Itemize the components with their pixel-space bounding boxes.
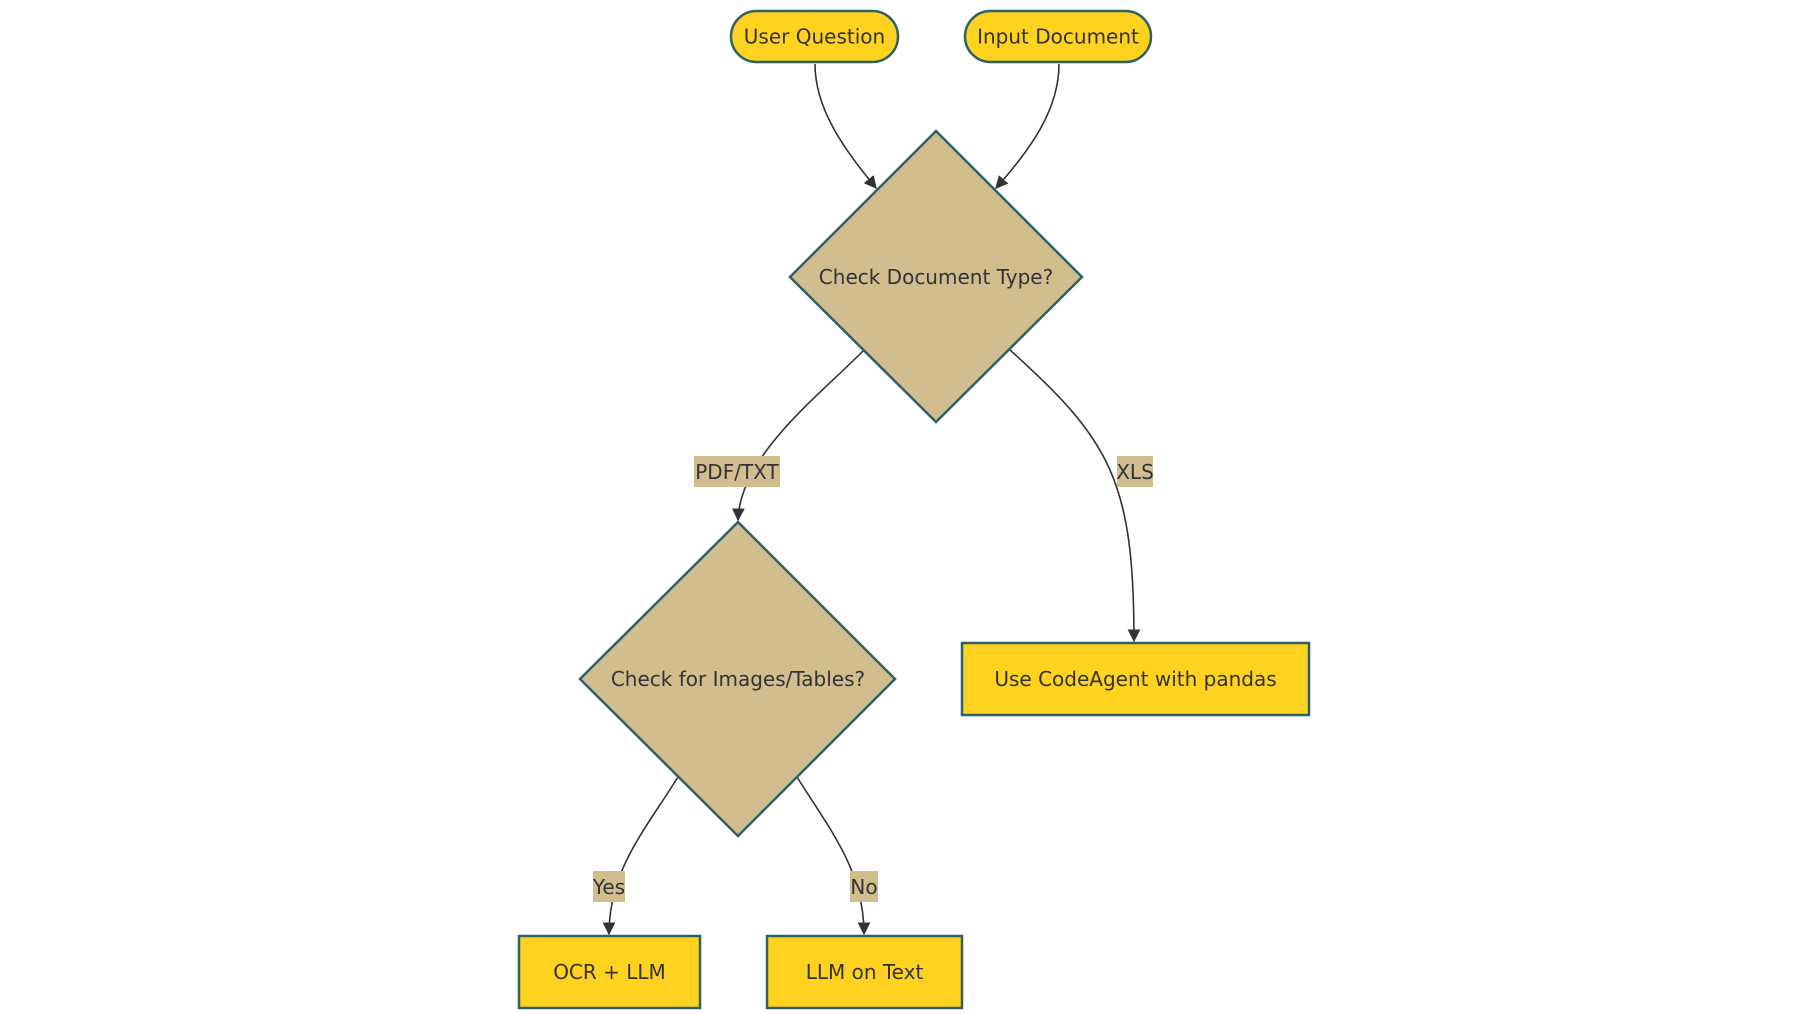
edge-check-images-to-llm-on-text [796, 776, 871, 936]
nodes: User Question Input Document Check Docum… [517, 9, 1311, 1010]
edge-check-images-to-ocr-llm [602, 776, 679, 936]
edges [602, 63, 1141, 936]
node-llm-on-text-label: LLM on Text [806, 960, 924, 984]
node-use-codeagent-label: Use CodeAgent with pandas [994, 667, 1276, 691]
node-check-document-type-label: Check Document Type? [819, 265, 1053, 289]
node-ocr-llm[interactable]: OCR + LLM [517, 934, 702, 1010]
node-input-document[interactable]: Input Document [963, 9, 1153, 64]
node-check-document-type[interactable]: Check Document Type? [788, 129, 1084, 424]
edge-label-xls-text: XLS [1116, 460, 1154, 484]
edge-label-no-text: No [850, 875, 877, 899]
edge-input-document-to-check-doc-type [995, 63, 1060, 189]
edge-label-yes: Yes [592, 871, 625, 902]
edge-label-yes-text: Yes [592, 875, 625, 899]
node-user-question-label: User Question [744, 25, 885, 49]
node-input-document-label: Input Document [977, 25, 1139, 49]
node-check-images-tables[interactable]: Check for Images/Tables? [578, 520, 897, 838]
node-check-images-tables-label: Check for Images/Tables? [611, 667, 865, 691]
edge-check-doc-type-to-check-images [731, 349, 865, 522]
edge-label-pdf-txt-text: PDF/TXT [695, 460, 779, 484]
node-ocr-llm-label: OCR + LLM [553, 960, 666, 984]
edge-check-doc-type-to-codeagent [1009, 349, 1141, 643]
node-user-question[interactable]: User Question [729, 9, 900, 64]
node-use-codeagent[interactable]: Use CodeAgent with pandas [960, 641, 1311, 717]
node-llm-on-text[interactable]: LLM on Text [765, 934, 964, 1010]
edge-label-xls: XLS [1116, 456, 1154, 487]
edge-labels: PDF/TXT XLS Yes No [592, 456, 1154, 902]
edge-label-pdf-txt: PDF/TXT [694, 456, 780, 487]
edge-user-question-to-check-doc-type [814, 63, 877, 189]
edge-label-no: No [850, 871, 878, 902]
